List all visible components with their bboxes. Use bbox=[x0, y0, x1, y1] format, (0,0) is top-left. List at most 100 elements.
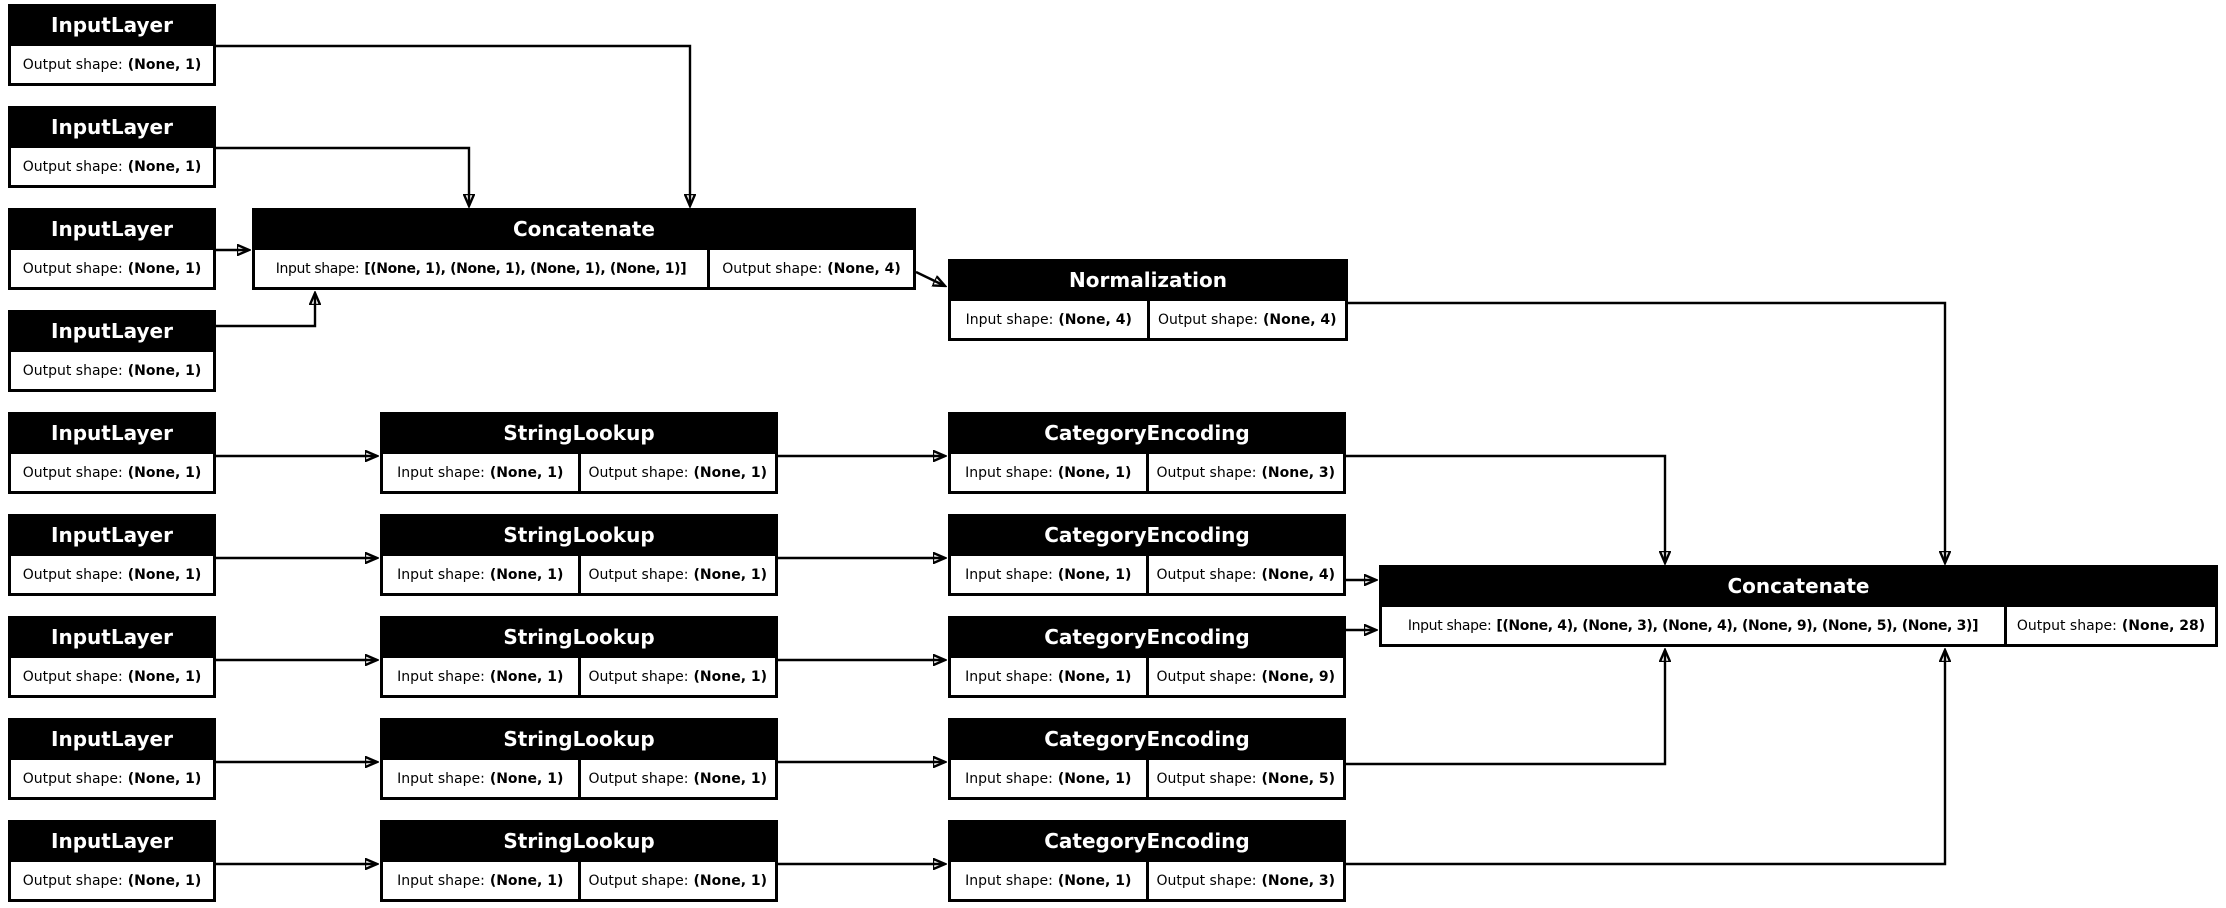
node-concatenate-2: Concatenate Input shape:[(None, 4), (Non… bbox=[1379, 565, 2218, 647]
node-title: InputLayer bbox=[51, 421, 173, 445]
edge-catencoding5-to-concat2 bbox=[1346, 650, 1945, 866]
shape-label: Output shape: bbox=[1156, 566, 1257, 583]
node-title: CategoryEncoding bbox=[1044, 625, 1250, 649]
shape-value: (None, 1) bbox=[693, 872, 768, 889]
shape-label: Input shape: bbox=[965, 311, 1054, 328]
edge-concat1-to-normalization bbox=[915, 270, 945, 286]
shape-label: Input shape: bbox=[965, 668, 1053, 685]
output-shape-cell: Output shape:(None, 1) bbox=[580, 658, 775, 695]
node-stringlookup-5: StringLookup Input shape: (None, 1) Outpu… bbox=[380, 820, 778, 902]
shape-label: Output shape: bbox=[22, 872, 123, 889]
output-shape-cell: Output shape:(None, 5) bbox=[1148, 760, 1343, 797]
output-shape-cell: Output shape:(None, 1) bbox=[11, 148, 213, 185]
input-shape-cell: Input shape:(None, 1) bbox=[951, 862, 1146, 899]
shape-value: (None, 1) bbox=[127, 362, 202, 379]
node-inputlayer-1: InputLayer Output shape:(None, 1) bbox=[8, 4, 216, 86]
edge-catencoding1-to-concat2 bbox=[1346, 454, 1665, 563]
shape-value: (None, 4) bbox=[1261, 566, 1336, 583]
node-title: CategoryEncoding bbox=[1044, 421, 1250, 445]
shape-label: Output shape: bbox=[22, 668, 123, 685]
shape-label: Output shape: bbox=[588, 566, 689, 583]
node-title: StringLookup bbox=[503, 421, 655, 445]
node-concatenate-1: Concatenate Input shape:[(None, 1), (Non… bbox=[252, 208, 916, 290]
shape-value: (None, 1) bbox=[489, 668, 564, 685]
shape-value: (None, 1) bbox=[1057, 464, 1132, 481]
shape-value: (None, 1) bbox=[1057, 566, 1132, 583]
node-title: CategoryEncoding bbox=[1044, 523, 1250, 547]
shape-value: (None, 1) bbox=[489, 464, 564, 481]
output-shape-cell: Output shape:(None, 1) bbox=[11, 862, 213, 899]
output-shape-cell: Output shape:(None, 1) bbox=[11, 46, 213, 83]
shape-value: (None, 4) bbox=[1058, 311, 1132, 328]
output-shape-cell: Output shape:(None, 1) bbox=[11, 454, 213, 491]
node-categoryencoding-3: CategoryEncoding Input shape:(None, 1) O… bbox=[948, 616, 1346, 698]
node-title: StringLookup bbox=[503, 829, 655, 853]
node-inputlayer-5: InputLayer Output shape:(None, 1) bbox=[8, 412, 216, 494]
shape-label: Output shape: bbox=[2016, 617, 2117, 634]
node-inputlayer-7: InputLayer Output shape:(None, 1) bbox=[8, 616, 216, 698]
node-inputlayer-9: InputLayer Output shape:(None, 1) bbox=[8, 820, 216, 902]
shape-value: (None, 1) bbox=[693, 668, 768, 685]
input-shape-cell: Input shape:(None, 1) bbox=[383, 556, 578, 593]
shape-value: (None, 1) bbox=[1057, 668, 1132, 685]
shape-value: (None, 1) bbox=[127, 566, 202, 583]
output-shape-cell: Output shape:(None, 1) bbox=[11, 658, 213, 695]
shape-value: (None, 1) bbox=[693, 566, 768, 583]
shape-value: (None, 1) bbox=[1057, 770, 1132, 787]
node-title: InputLayer bbox=[51, 829, 173, 853]
shape-value: (None, 4) bbox=[1263, 311, 1337, 328]
shape-value: (None, 1) bbox=[127, 668, 202, 685]
shape-label: Input shape: bbox=[965, 464, 1053, 481]
node-categoryencoding-1: CategoryEncoding Input shape:(None, 1) O… bbox=[948, 412, 1346, 494]
input-shape-cell: Input shape:(None, 1) bbox=[951, 760, 1146, 797]
output-shape-cell: Output shape:(None, 1) bbox=[580, 556, 775, 593]
input-shape-cell: Input shape:(None, 1) bbox=[383, 658, 578, 695]
node-title: CategoryEncoding bbox=[1044, 829, 1250, 853]
output-shape-cell: Output shape:(None, 1) bbox=[11, 352, 213, 389]
input-shape-cell: Input shape:(None, 4) bbox=[951, 301, 1147, 338]
output-shape-cell: Output shape:(None, 1) bbox=[580, 760, 775, 797]
shape-label: Output shape: bbox=[22, 158, 123, 175]
shape-label: Output shape: bbox=[22, 362, 123, 379]
node-categoryencoding-5: CategoryEncoding Input shape:(None, 1) O… bbox=[948, 820, 1346, 902]
output-shape-cell: Output shape:(None, 4) bbox=[1148, 556, 1343, 593]
edge-input1-to-concat1 bbox=[216, 44, 690, 206]
shape-value: (None, 4) bbox=[827, 260, 901, 277]
node-title: Normalization bbox=[1069, 268, 1227, 292]
output-shape-cell: Output shape:(None, 3) bbox=[1148, 862, 1343, 899]
shape-value: (None, 1) bbox=[693, 770, 768, 787]
node-categoryencoding-4: CategoryEncoding Input shape:(None, 1) O… bbox=[948, 718, 1346, 800]
edge-input2-to-concat1 bbox=[216, 146, 469, 206]
node-title: InputLayer bbox=[51, 319, 173, 343]
shape-label: Input shape: bbox=[397, 566, 485, 583]
shape-label: Output shape: bbox=[22, 260, 123, 277]
shape-label: Input shape: bbox=[965, 770, 1053, 787]
shape-label: Input shape: bbox=[397, 770, 485, 787]
shape-label: Input shape: bbox=[965, 566, 1053, 583]
shape-label: Output shape: bbox=[1156, 668, 1257, 685]
shape-label: Output shape: bbox=[588, 872, 689, 889]
shape-label: Output shape: bbox=[588, 770, 689, 787]
shape-label: Output shape: bbox=[1156, 872, 1257, 889]
shape-value: [(None, 4), (None, 3), (None, 4), (None,… bbox=[1496, 617, 1979, 634]
shape-label: Input shape: bbox=[965, 872, 1053, 889]
shape-label: Input shape: bbox=[397, 872, 485, 889]
node-inputlayer-8: InputLayer Output shape:(None, 1) bbox=[8, 718, 216, 800]
shape-label: Input shape: bbox=[397, 464, 485, 481]
shape-value: (None, 1) bbox=[127, 770, 202, 787]
node-title: InputLayer bbox=[51, 625, 173, 649]
shape-label: Output shape: bbox=[1157, 311, 1258, 328]
node-inputlayer-6: InputLayer Output shape:(None, 1) bbox=[8, 514, 216, 596]
shape-value: [(None, 1), (None, 1), (None, 1), (None,… bbox=[364, 260, 687, 277]
node-title: InputLayer bbox=[51, 217, 173, 241]
shape-value: (None, 9) bbox=[1261, 668, 1336, 685]
output-shape-cell: Output shape:(None, 4) bbox=[710, 250, 913, 287]
output-shape-cell: Output shape:(None, 1) bbox=[11, 556, 213, 593]
node-title: InputLayer bbox=[51, 523, 173, 547]
shape-label: Output shape: bbox=[1156, 770, 1257, 787]
shape-label: Output shape: bbox=[722, 260, 823, 277]
shape-value: (None, 5) bbox=[1261, 770, 1336, 787]
shape-value: (None, 1) bbox=[693, 464, 768, 481]
node-stringlookup-4: StringLookup Input shape:(None, 1) Outpu… bbox=[380, 718, 778, 800]
